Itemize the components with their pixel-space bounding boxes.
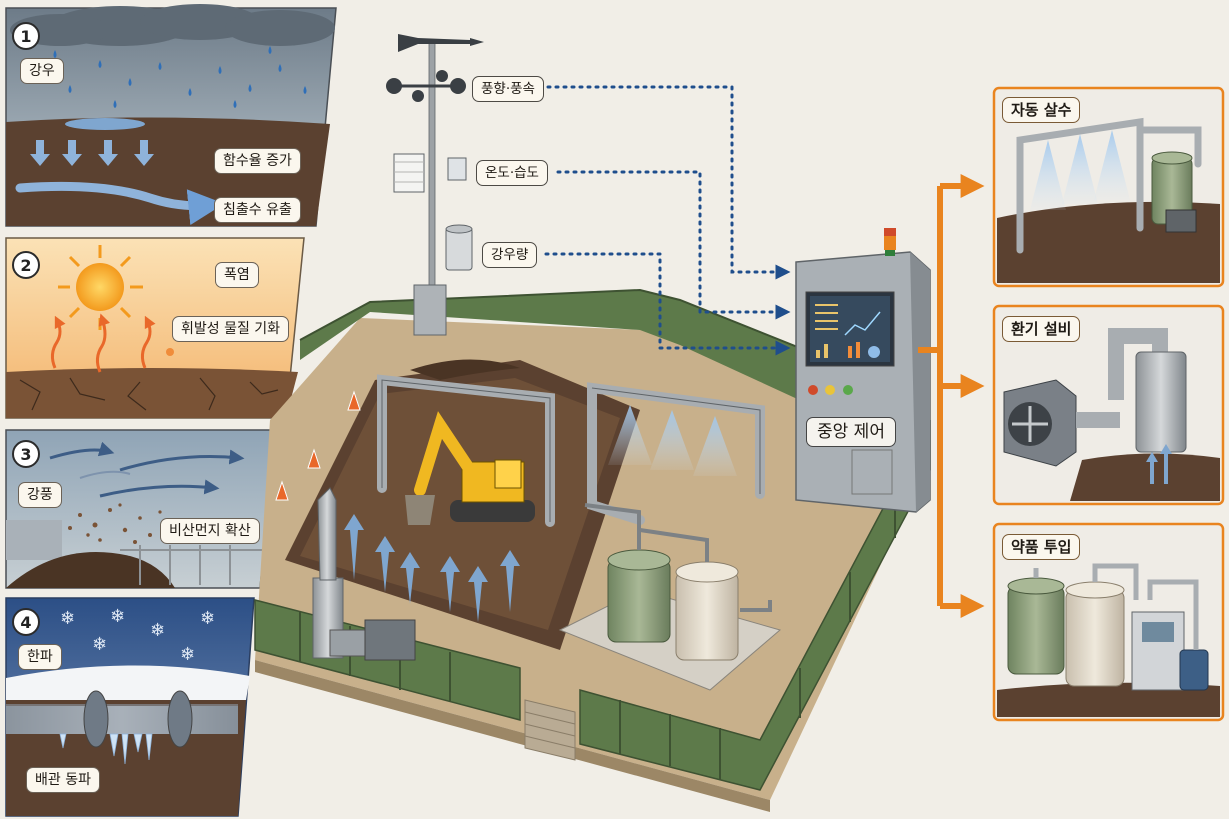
rain-gauge-icon	[445, 224, 473, 271]
hazard-title-heat: 폭염	[215, 262, 259, 288]
control-cabinet	[795, 228, 931, 513]
dust-particles	[68, 503, 162, 544]
leachate-flow	[15, 181, 225, 226]
frozen-pipe	[6, 690, 238, 765]
response-title-sprinkler: 자동 살수	[1002, 97, 1081, 123]
spray-nozzles	[608, 405, 737, 476]
icicles	[59, 733, 153, 765]
anemometer-icon	[386, 70, 466, 102]
fence-row	[120, 545, 262, 585]
hazard-number-4: 4	[12, 608, 40, 636]
wind-vane-icon	[398, 34, 470, 52]
svg-text:❄: ❄	[110, 606, 125, 627]
response-title-ventilation: 환기 설비	[1002, 316, 1081, 342]
effect-leachate-outflow: 침출수 유출	[214, 197, 301, 223]
svg-text:❄: ❄	[60, 608, 75, 629]
remediation-site	[254, 34, 985, 812]
indicator-lamps	[808, 385, 853, 395]
dry-crack-lines	[19, 377, 279, 411]
weather-station	[386, 34, 484, 336]
response-panel-ventilation	[992, 304, 1225, 506]
hazard-title-cold: 한파	[18, 644, 62, 670]
blower-stack	[312, 487, 416, 661]
hazard-title-wind: 강풍	[18, 482, 62, 508]
traffic-cones	[275, 390, 361, 501]
storm-cloud	[10, 4, 335, 46]
control-monitor	[805, 291, 895, 367]
snowflakes: ❄❄❄ ❄❄❄	[60, 606, 215, 665]
svg-text:❄: ❄	[180, 644, 195, 665]
vapor-extraction-arrows	[344, 514, 520, 622]
ventilation-fan-icon	[1003, 379, 1077, 467]
sensor-signal-lines	[538, 85, 791, 356]
excavator	[405, 411, 535, 525]
hazard-panel-rain	[5, 4, 337, 227]
sensor-label-wind: 풍향·풍속	[472, 76, 544, 102]
hazard-number-1: 1	[12, 22, 40, 50]
response-title-chemical: 약품 투입	[1002, 534, 1081, 560]
effect-dust-dispersion: 비산먼지 확산	[160, 518, 260, 544]
hazard-panel-cold: ❄❄❄ ❄❄❄	[5, 597, 255, 817]
wind-arrows	[49, 441, 245, 498]
hazard-number-2: 2	[12, 251, 40, 279]
control-output-arrows	[918, 174, 985, 618]
hazard-panel-wind	[5, 429, 277, 589]
effect-volatile-evaporation: 휘발성 물질 기화	[172, 316, 290, 342]
response-panel-chemical	[992, 522, 1225, 722]
site-stairs	[524, 699, 576, 761]
svg-text:❄: ❄	[150, 620, 165, 641]
central-control-label: 중앙 제어	[806, 417, 896, 447]
response-panel-sprinkler	[992, 86, 1225, 288]
evaporation-arrows	[50, 313, 156, 373]
infiltration-arrows	[30, 140, 154, 166]
treatment-tanks	[558, 503, 782, 691]
svg-text:❄: ❄	[92, 634, 107, 655]
sensor-label-temp-humidity: 온도·습도	[476, 160, 548, 186]
hazard-number-3: 3	[12, 440, 40, 468]
vapor-dot	[166, 348, 174, 356]
sensor-label-rainfall: 강우량	[482, 242, 538, 268]
svg-text:❄: ❄	[200, 608, 215, 629]
effect-moisture-increase: 함수율 증가	[214, 148, 301, 174]
raindrops	[38, 46, 307, 108]
thermo-hygrometer-icon	[393, 153, 467, 193]
warehouse	[6, 520, 62, 560]
puddle	[65, 118, 145, 130]
effect-pipe-freezing: 배관 동파	[26, 767, 100, 793]
hazard-title-rain: 강우	[20, 58, 64, 84]
